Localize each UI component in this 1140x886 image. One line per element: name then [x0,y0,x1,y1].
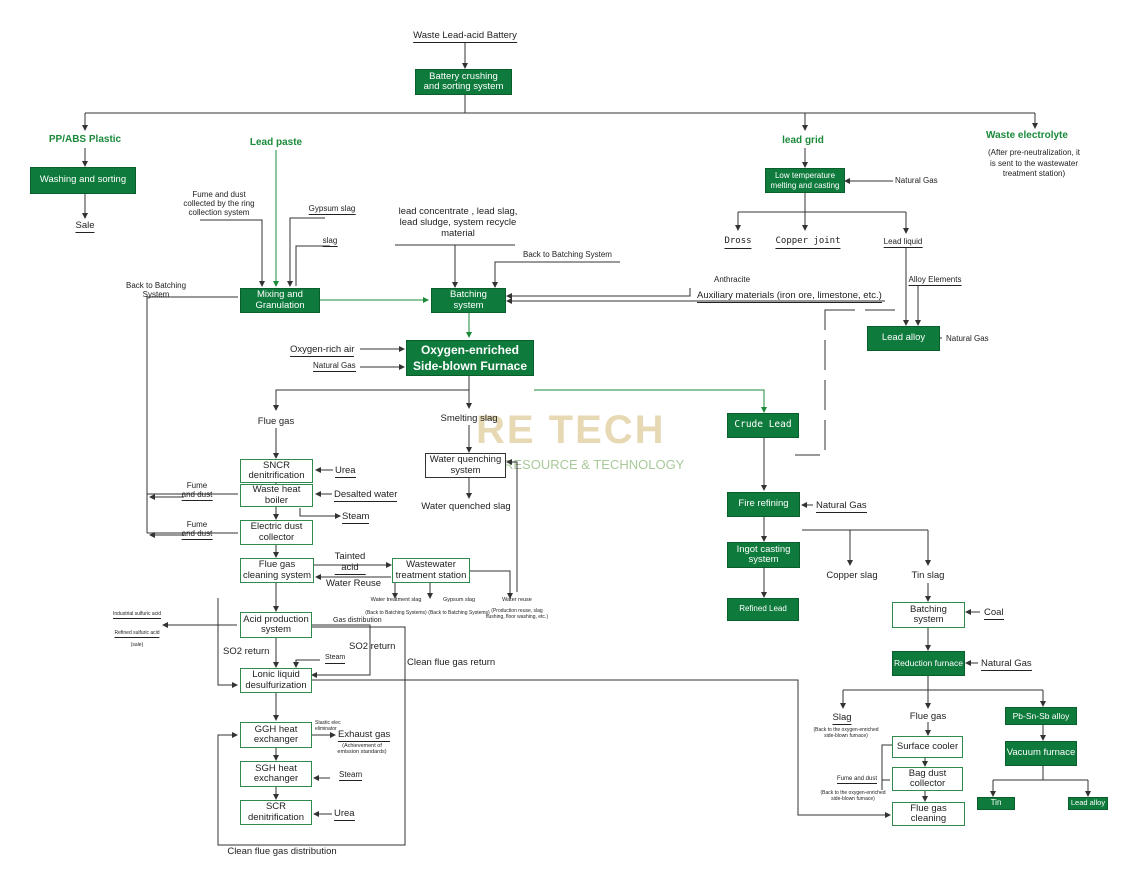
natural-gas-reduction-label: Natural Gas [981,658,1032,671]
steam-label-2: Steam [325,653,346,664]
coal-label: Coal [984,607,1004,620]
wt-slag-label: Water treatment slag [370,597,422,603]
so2-return-label-1: SO2 return [223,646,270,657]
gas-distribution-label: Gas distribution [333,617,382,624]
slag-label: slag [322,236,338,247]
natural-gas-alloy-label: Natural Gas [946,334,989,343]
smelting-slag-label: Smelting slag [440,413,498,424]
natural-gas-fire-label: Natural Gas [816,500,867,513]
lead-paste-label: Lead paste [249,137,303,148]
watermark-tagline: RESOURCE & TECHNOLOGY [504,457,685,472]
copper-joint-label: Copper joint [775,236,841,249]
clean-flue-return-label: Clean flue gas return [407,657,496,668]
sale-label: Sale [75,220,95,233]
steam-label-1: Steam [342,511,370,524]
lead-alloy-output-box: Lead alloy [1068,797,1108,810]
copper-slag-label: Copper slag [826,570,878,581]
dross-label: Dross [724,236,752,249]
washing-sorting-box: Washing and sorting [30,167,136,194]
steam-label-3: Steam [339,770,363,781]
gypsum-note: (Back to Batching Systems) [428,610,490,616]
flue-gas-label: Flue gas [257,416,295,427]
oxygen-rich-air-label: Oxygen-rich air [290,344,355,357]
watermark-name: RE TECH [476,408,666,452]
reduction-furnace-box: Reduction furnace [892,651,965,676]
natural-gas-furnace-label: Natural Gas [313,361,356,372]
anthracite-label: Anthracite [714,275,751,284]
pb-sn-sb-alloy-box: Pb-Sn-Sb alloy [1005,707,1077,725]
wt-slag-note: (Back to Batching Systems) [365,610,427,616]
auxiliary-materials-label: Auxiliary materials (iron ore, limestone… [697,290,882,303]
desalted-water-label: Desalted water [334,489,398,502]
sale-acid-label: (sale) [130,642,144,648]
so2-return-label-2: SO2 return [349,641,396,652]
waste-electrolyte-label: Waste electrolyte [986,130,1068,141]
refined-lead-box: Refined Lead [727,598,799,621]
clean-flue-distribution-label: Clean flue gas distribution [227,846,337,857]
water-reuse-2-label: Water reuse [502,597,532,603]
lead-liquid-label: Lead liquid [883,237,923,248]
fume-dust-label-3: Fume and dust [836,776,878,784]
lead-alloy-box: Lead alloy [867,326,940,351]
urea-label-1: Urea [335,465,356,478]
tin-slag-label: Tin slag [911,570,945,581]
gypsum-slag-2-label: Gypsum slag [442,597,476,603]
water-reuse-label: Water Reuse [326,578,382,589]
waste-lead-acid-battery-label: Waste Lead-acid Battery [413,30,517,43]
exhaust-gas-label: Exhaust gas [338,729,391,742]
flue-gas-2-label: Flue gas [909,711,947,722]
pp-abs-plastic-label: PP/ABS Plastic [48,134,122,145]
crude-lead-box: Crude Lead [727,413,799,438]
gypsum-slag-label: Gypsum slag [308,204,356,215]
alloy-elements-label: Alloy Elements [908,275,962,286]
back-batching-top-label: Back to Batching System [523,250,612,259]
vacuum-furnace-box: Vacuum furnace [1005,741,1077,766]
surface-cooler-box: Surface cooler [892,736,963,758]
urea-label-2: Urea [334,808,355,821]
water-quenched-slag-label: Water quenched slag [421,501,511,512]
lead-concentrate-label: lead concentrate , lead slag,lead sludge… [398,206,518,239]
tin-box: Tin [977,797,1015,810]
lead-grid-label: lead grid [782,135,824,146]
slag-2-label: Slag [832,712,852,725]
refined-acid-label: Refined sulfuric acid [114,630,160,638]
industrial-acid-label: Industrial sulfuric acid [112,611,162,619]
fire-refining-box: Fire refining [727,492,800,517]
natural-gas-lowtemp-label: Natural Gas [895,176,938,185]
